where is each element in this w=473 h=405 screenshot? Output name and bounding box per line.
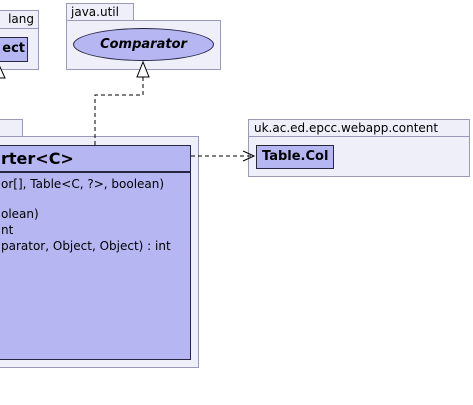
class-sorter-member: or[], Table<C, ?>, boolean) [1,177,165,191]
class-sorter-member: parator, Object, Object) : int [1,239,171,253]
realization-line [94,77,144,145]
class-sorter-member: nt [1,223,14,237]
class-sorter-member: olean) [1,207,39,221]
class-sorter[interactable]: rter<C> or[], Table<C, ?>, boolean) olea… [0,145,191,360]
class-table-col[interactable]: Table.Col [256,145,334,169]
package-content-label: uk.ac.ed.epcc.webapp.content [254,121,439,135]
dependency-arrowhead [242,150,256,162]
class-sorter-label: rter<C> [1,149,74,168]
class-object-label: ect [2,41,25,56]
class-object[interactable]: ect [0,37,28,62]
class-sorter-divider [0,171,190,173]
interface-comparator[interactable]: Comparator [73,28,214,61]
package-content-separator [249,136,469,137]
object-arrowhead [0,65,6,79]
class-table-col-label: Table.Col [262,149,329,164]
interface-comparator-label: Comparator [100,37,187,52]
realization-arrowhead [136,60,150,78]
